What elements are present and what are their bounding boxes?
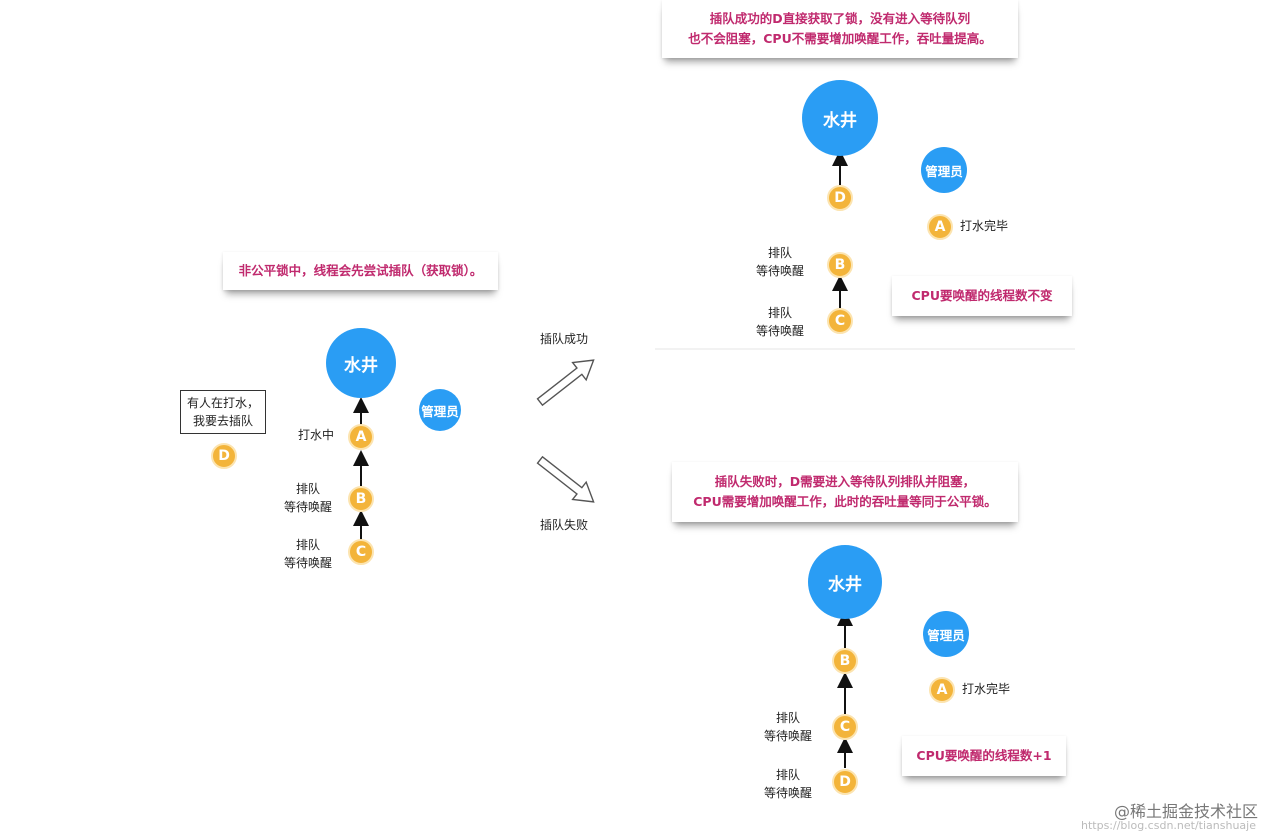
top-right-node-c-letter: C — [834, 313, 846, 329]
left-node-a-label: 打水中 — [298, 426, 334, 444]
bottom-right-cpu-note: CPU要唤醒的线程数+1 — [902, 736, 1066, 776]
left-c-label-line1: 排队 — [296, 538, 321, 552]
top-right-cpu-note: CPU要唤醒的线程数不变 — [892, 276, 1072, 316]
top-right-well: 水井 — [802, 80, 878, 156]
bottom-right-node-a-letter: A — [936, 682, 948, 698]
left-node-c-letter: C — [355, 544, 367, 560]
tr-c-label-line1: 排队 — [768, 306, 793, 320]
success-label: 插队成功 — [540, 332, 589, 346]
left-node-a: A — [348, 424, 374, 450]
left-b-label-line2: 等待唤醒 — [284, 500, 333, 514]
bottom-right-note-line2: CPU需要增加唤醒工作，此时的吞吐量等同于公平锁。 — [693, 494, 997, 509]
left-node-b-letter: B — [355, 491, 367, 507]
left-well: 水井 — [326, 328, 396, 398]
bottom-right-well-label: 水井 — [828, 574, 862, 595]
top-right-admin-label: 管理员 — [925, 163, 963, 179]
speech-line-1: 有人在打水， — [186, 396, 259, 410]
left-note: 非公平锁中，线程会先尝试插队（获取锁）。 — [223, 252, 498, 290]
top-right-done-label: 打水完毕 — [960, 219, 1009, 233]
left-c-label-line2: 等待唤醒 — [284, 556, 333, 570]
fail-block-arrow — [536, 455, 595, 503]
speech-box: 有人在打水， 我要去插队 — [180, 390, 266, 434]
top-right-node-d: D — [827, 185, 853, 211]
left-node-c: C — [348, 539, 374, 565]
top-right-cpu-note-text: CPU要唤醒的线程数不变 — [911, 288, 1053, 303]
top-right-admin: 管理员 — [921, 147, 967, 193]
br-d-label-line2: 等待唤醒 — [764, 786, 813, 800]
bottom-right-node-c-letter: C — [839, 719, 851, 735]
bottom-right-admin-label: 管理员 — [927, 627, 965, 643]
top-right-well-label: 水井 — [823, 110, 857, 131]
left-node-c-label: 排队 等待唤醒 — [284, 536, 332, 572]
left-b-label-line1: 排队 — [296, 482, 321, 496]
top-right-node-a-done: A — [927, 214, 953, 240]
bottom-right-cpu-note-text: CPU要唤醒的线程数+1 — [916, 748, 1052, 763]
left-node-a-letter: A — [355, 429, 367, 445]
watermark-url: https://blog.csdn.net/tianshuaje — [1081, 819, 1256, 832]
watermark: @稀土掘金技术社区 — [1113, 802, 1258, 821]
bottom-right-note: 插队失败时，D需要进入等待队列排队并阻塞， CPU需要增加唤醒工作，此时的吞吐量… — [672, 462, 1018, 522]
top-right-note-line2: 也不会阻塞，CPU不需要增加唤醒工作，吞吐量提高。 — [688, 31, 992, 46]
left-node-b: B — [348, 486, 374, 512]
tr-b-label-line2: 等待唤醒 — [756, 264, 805, 278]
top-right-note: 插队成功的D直接获取了锁，没有进入等待队列 也不会阻塞，CPU不需要增加唤醒工作… — [662, 0, 1018, 58]
bottom-right-note-line1: 插队失败时，D需要进入等待队列排队并阻塞， — [714, 474, 976, 489]
fail-label: 插队失败 — [540, 518, 589, 532]
left-admin: 管理员 — [419, 389, 461, 431]
bottom-right-node-b-letter: B — [839, 653, 851, 669]
top-right-note-line1: 插队成功的D直接获取了锁，没有进入等待队列 — [709, 11, 971, 26]
left-node-d-letter: D — [218, 448, 230, 464]
bottom-right-node-a-done: A — [929, 677, 955, 703]
left-admin-label: 管理员 — [421, 403, 459, 419]
top-right-node-b-label: 排队 等待唤醒 — [756, 244, 804, 280]
bottom-right-admin: 管理员 — [923, 611, 969, 657]
br-c-label-line2: 等待唤醒 — [764, 729, 813, 743]
bottom-right-node-d: D — [832, 769, 858, 795]
top-right-node-c-label: 排队 等待唤醒 — [756, 304, 804, 340]
bottom-right-well: 水井 — [808, 545, 882, 619]
top-right-node-c: C — [827, 308, 853, 334]
br-d-label-line1: 排队 — [776, 768, 801, 782]
tr-b-label-line1: 排队 — [768, 246, 793, 260]
bottom-right-node-b: B — [832, 648, 858, 674]
bottom-right-node-c-label: 排队 等待唤醒 — [764, 709, 812, 745]
br-c-label-line1: 排队 — [776, 711, 801, 725]
bottom-right-done-label: 打水完毕 — [962, 682, 1011, 696]
success-block-arrow — [536, 359, 595, 407]
top-right-node-b-letter: B — [834, 257, 846, 273]
bottom-right-node-d-label: 排队 等待唤醒 — [764, 766, 812, 802]
top-right-node-d-letter: D — [834, 190, 846, 206]
left-well-label: 水井 — [344, 355, 378, 376]
top-right-node-b: B — [827, 252, 853, 278]
speech-line-2: 我要去插队 — [192, 414, 253, 428]
tr-c-label-line2: 等待唤醒 — [756, 324, 805, 338]
left-a-label-line: 打水中 — [298, 428, 335, 442]
left-node-d: D — [211, 443, 237, 469]
top-right-node-a-letter: A — [934, 219, 946, 235]
left-node-b-label: 排队 等待唤醒 — [284, 480, 332, 516]
bottom-right-node-d-letter: D — [839, 774, 851, 790]
left-note-text: 非公平锁中，线程会先尝试插队（获取锁）。 — [238, 263, 483, 278]
bottom-right-node-c: C — [832, 714, 858, 740]
